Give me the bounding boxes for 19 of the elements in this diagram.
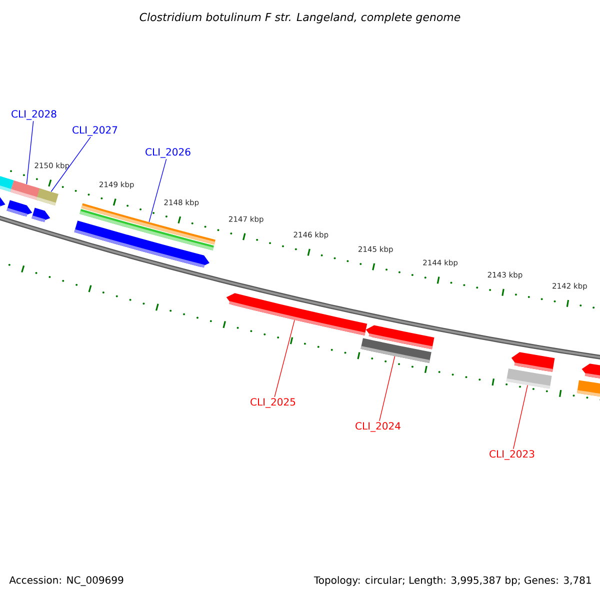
leader-line	[379, 356, 396, 422]
leader-line	[26, 120, 34, 185]
footer-text: Accession: NC_009699	[9, 576, 124, 586]
gene-label: CLI_2023	[490, 450, 534, 460]
gene-bar	[36, 188, 58, 206]
gene-label: CLI_2024	[356, 422, 400, 432]
gene-label: CLI_2026	[146, 148, 190, 158]
gene-label: CLI_2027	[72, 126, 118, 136]
gene-feature	[226, 293, 368, 336]
leader-line	[274, 320, 295, 398]
gene-bar	[360, 338, 432, 363]
leader-line	[513, 384, 528, 450]
gene-label: CLI_2028	[12, 110, 56, 120]
gene-bar	[506, 368, 552, 389]
title: Clostridium botulinum F str. Langeland, complete genome	[140, 12, 460, 24]
leader-line	[50, 136, 91, 192]
footer-text: Topology: circular; Length: 3,995,387 bp; Genes: 3,781	[314, 576, 591, 586]
leader-line	[148, 158, 167, 222]
gene-label: CLI_2025	[250, 398, 296, 408]
